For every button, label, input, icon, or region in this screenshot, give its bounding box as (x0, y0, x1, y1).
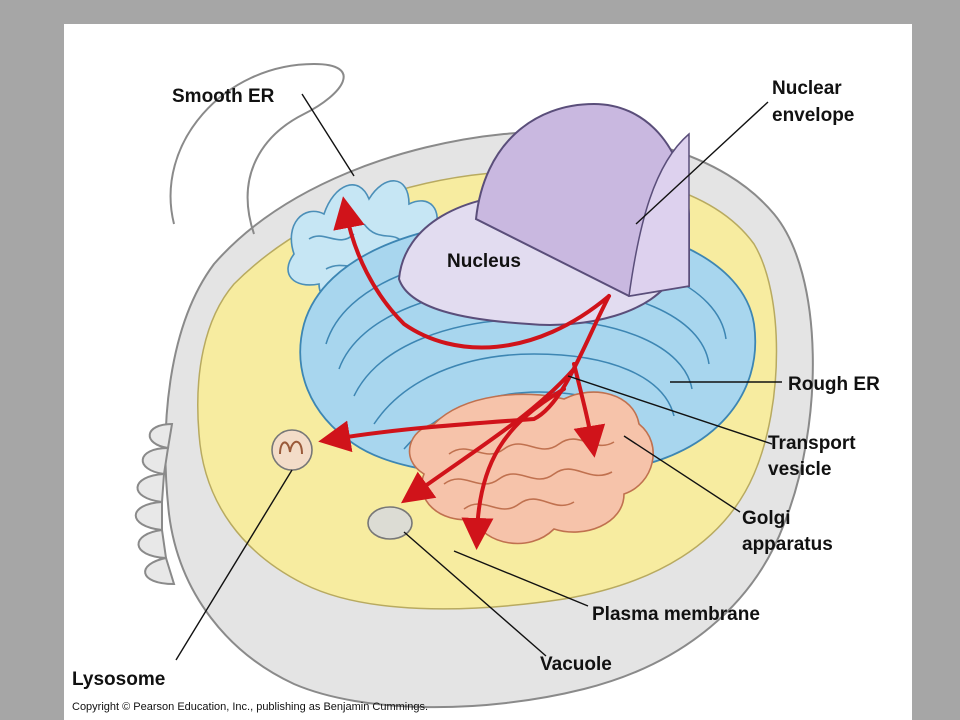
label-golgi-line2: apparatus (742, 534, 833, 555)
label-nucleus: Nucleus (447, 251, 521, 272)
label-nuclear-envelope-line1: Nuclear (772, 78, 842, 99)
label-lysosome: Lysosome (72, 669, 165, 690)
label-nuclear-envelope-line2: envelope (772, 105, 854, 126)
nucleus-shape (397, 102, 690, 326)
arrow-to-lysosome (318, 294, 611, 453)
cell-diagram: Smooth ER Nuclear envelope Nucleus Rough… (72, 62, 880, 713)
leader-lines (175, 93, 782, 661)
label-rough-er: Rough ER (788, 374, 880, 395)
diagram-panel: Smooth ER Nuclear envelope Nucleus Rough… (64, 24, 912, 720)
label-golgi-line1: Golgi (742, 508, 791, 529)
label-plasma-membrane: Plasma membrane (592, 604, 760, 625)
arrow-to-plasma-membrane (461, 387, 566, 550)
vacuole-shape (367, 506, 413, 540)
arrow-to-smooth-er (333, 196, 611, 350)
transport-arrows (318, 196, 611, 550)
lysosome-shape (271, 429, 313, 471)
arrow-to-vacuole (400, 367, 576, 504)
copyright-text: Copyright © Pearson Education, Inc., pub… (72, 701, 428, 713)
arrow-to-transport-vesicle (572, 362, 606, 458)
label-transport-vesicle-line1: Transport (768, 433, 856, 454)
label-transport-vesicle-line2: vesicle (768, 459, 831, 480)
label-smooth-er: Smooth ER (172, 86, 275, 107)
label-vacuole: Vacuole (540, 654, 612, 675)
